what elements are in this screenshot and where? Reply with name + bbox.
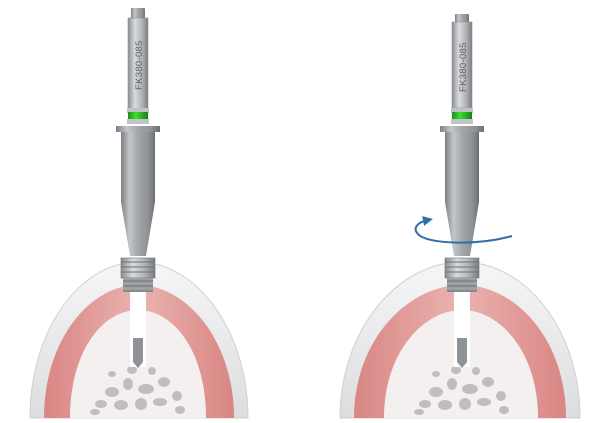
tool-label: FK380-085 <box>458 42 469 92</box>
tool-label: FK380-085 <box>134 40 145 90</box>
implant-body <box>445 258 479 292</box>
implant-body <box>121 258 155 292</box>
green-color-band <box>452 112 472 119</box>
green-color-band <box>128 112 148 119</box>
panel-right: FK380-085 <box>340 14 580 418</box>
panel-left: FK380-085 <box>30 8 248 418</box>
